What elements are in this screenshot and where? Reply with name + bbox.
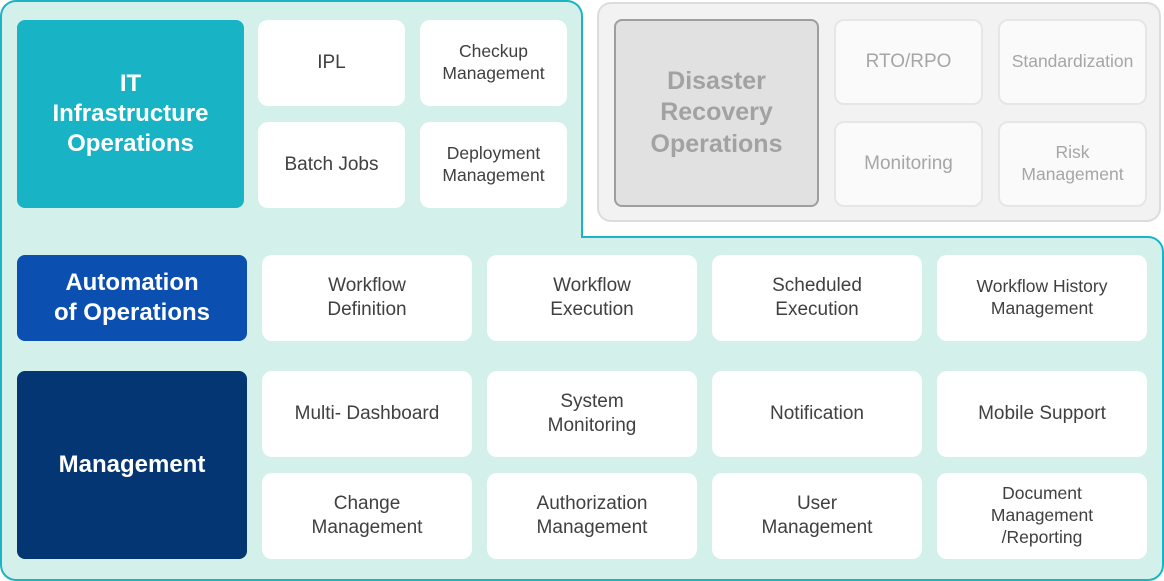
tile-system-monitoring[interactable]: System Monitoring — [487, 371, 697, 457]
tile-checkup-management[interactable]: Checkup Management — [420, 20, 567, 106]
tile-monitoring: Monitoring — [834, 121, 983, 207]
tile-standardization: Standardization — [998, 19, 1147, 105]
tile-multi-dashboard[interactable]: Multi- Dashboard — [262, 371, 472, 457]
automation-heading: Automation of Operations — [17, 255, 247, 341]
it-infrastructure-heading: IT Infrastructure Operations — [17, 20, 244, 208]
tile-authorization-management[interactable]: Authorization Management — [487, 473, 697, 559]
tile-rto-rpo: RTO/RPO — [834, 19, 983, 105]
tile-scheduled-execution[interactable]: Scheduled Execution — [712, 255, 922, 341]
tile-mobile-support[interactable]: Mobile Support — [937, 371, 1147, 457]
disaster-recovery-heading: Disaster Recovery Operations — [614, 19, 819, 207]
tile-deployment-management[interactable]: Deployment Management — [420, 122, 567, 208]
tile-batch-jobs[interactable]: Batch Jobs — [258, 122, 405, 208]
tile-risk-management: Risk Management — [998, 121, 1147, 207]
tile-document-management-reporting[interactable]: Document Management /Reporting — [937, 473, 1147, 559]
tile-user-management[interactable]: User Management — [712, 473, 922, 559]
tile-notification[interactable]: Notification — [712, 371, 922, 457]
tile-workflow-execution[interactable]: Workflow Execution — [487, 255, 697, 341]
management-heading: Management — [17, 371, 247, 559]
tile-workflow-definition[interactable]: Workflow Definition — [262, 255, 472, 341]
tile-ipl[interactable]: IPL — [258, 20, 405, 106]
tile-change-management[interactable]: Change Management — [262, 473, 472, 559]
panel-joint — [2, 225, 581, 245]
tile-workflow-history-management[interactable]: Workflow History Management — [937, 255, 1147, 341]
